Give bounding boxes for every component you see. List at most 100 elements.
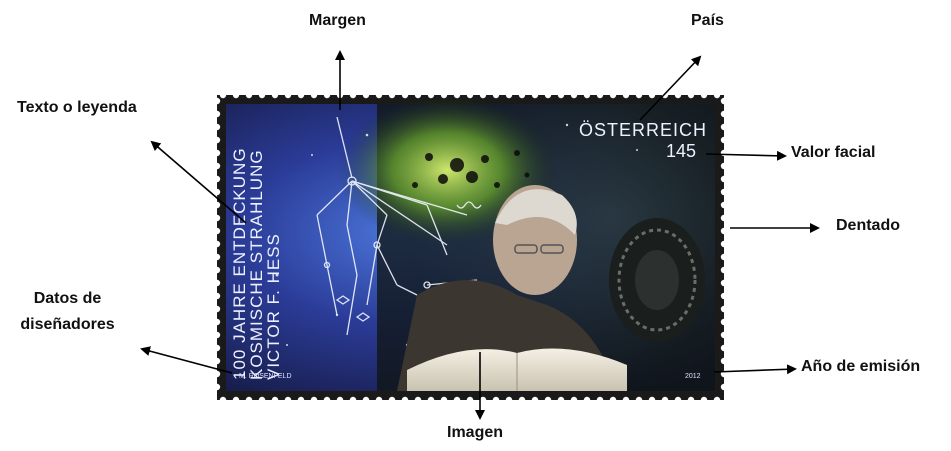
perforation-hole [271,95,279,99]
perforation-hole [720,331,724,339]
arrow-texto [150,140,247,224]
perforation-hole [583,396,591,400]
perforation-hole [648,95,656,99]
perforation-hole [609,396,617,400]
perforation-hole [217,279,221,287]
perforation-hole [720,162,724,170]
perforation-hole [217,318,221,326]
perforation-hole [674,396,682,400]
perforation-hole [544,396,552,400]
perforation-hole [479,95,487,99]
perforation-hole [570,95,578,99]
perforation-hole [271,396,279,400]
perforation-hole [492,396,500,400]
perforation-hole [720,357,724,365]
perforation-hole [570,396,578,400]
label-imagen: Imagen [447,424,504,441]
perforation-hole [388,95,396,99]
perforation-hole [258,95,266,99]
perforation-hole [720,136,724,144]
perforation-hole [720,240,724,248]
stamp: 100 JAHRE ENTDECKUNG KOSMISCHE STRAHLUNG… [217,95,724,400]
stamp-country: ÖSTERREICH [579,120,708,140]
perforation-hole [232,396,240,400]
perforation-hole [720,97,724,105]
perforation-hole [217,253,221,261]
perforation-hole [720,188,724,196]
perforation-hole [427,396,435,400]
label-texto-leyenda: Texto o leyenda [17,99,137,116]
perforation-hole [622,95,630,99]
perforation-hole [217,383,221,391]
perforation-hole [720,214,724,222]
arrow-valor [705,150,787,161]
perforation-hole [401,95,409,99]
perforation-hole [217,305,221,313]
arrow-disenadores [140,346,233,374]
perforation-hole [217,292,221,300]
perforation-hole [720,279,724,287]
perforation-hole [310,396,318,400]
perforation-hole [362,396,370,400]
perforation-hole [518,396,526,400]
perforation-hole [674,95,682,99]
perforation-hole [217,201,221,209]
label-datos-disenadores: Datos de diseñadores [20,290,115,333]
perforation-hole [219,396,227,400]
perforation-hole [479,396,487,400]
perforation-hole [720,266,724,274]
perforation-hole [310,95,318,99]
perforation-hole [232,95,240,99]
perforation-hole [596,95,604,99]
perforation-hole [466,396,474,400]
label-margen: Margen [309,12,366,29]
perforation-hole [336,396,344,400]
perforation-hole [596,396,604,400]
perforation-hole [713,95,721,99]
perforation-hole [258,396,266,400]
perforation-hole [219,95,227,99]
perforation-hole [284,396,292,400]
perforation-hole [217,188,221,196]
instrument [609,218,705,342]
perforation-hole [531,95,539,99]
perforation-hole [687,95,695,99]
perforation-hole [297,396,305,400]
perforation-hole [217,123,221,131]
perforation-hole [217,162,221,170]
perforation-hole [720,253,724,261]
stamp-year: 2012 [685,373,701,380]
perforation-hole [635,95,643,99]
perforation-hole [323,95,331,99]
perforation-hole [217,331,221,339]
stamp-value: 145 [666,141,697,161]
perforation-hole [217,240,221,248]
perforation-hole [557,95,565,99]
perforation-hole [713,396,721,400]
perforation-hole [284,95,292,99]
perforation-hole [720,383,724,391]
perforation-hole [217,175,221,183]
perforation-hole [217,97,221,105]
arrow-anio [713,364,797,375]
perforation-hole [720,227,724,235]
perforation-hole [720,110,724,118]
perforation-hole [492,95,500,99]
perforation-hole [505,396,513,400]
perforation-hole [720,201,724,209]
perforation-hole [720,305,724,313]
stamp-artwork [217,95,724,400]
perforation-hole [217,110,221,118]
perforation-hole [349,396,357,400]
perforation-hole [217,149,221,157]
perforation-hole [720,292,724,300]
perforation-hole [557,396,565,400]
perforation-hole [245,95,253,99]
perforation-hole [720,123,724,131]
stamp-designer: M. ROSENFELD [239,373,292,380]
perforation-hole [349,95,357,99]
arrow-pais [639,55,702,121]
perforation-hole [720,344,724,352]
perforation-hole [687,396,695,400]
